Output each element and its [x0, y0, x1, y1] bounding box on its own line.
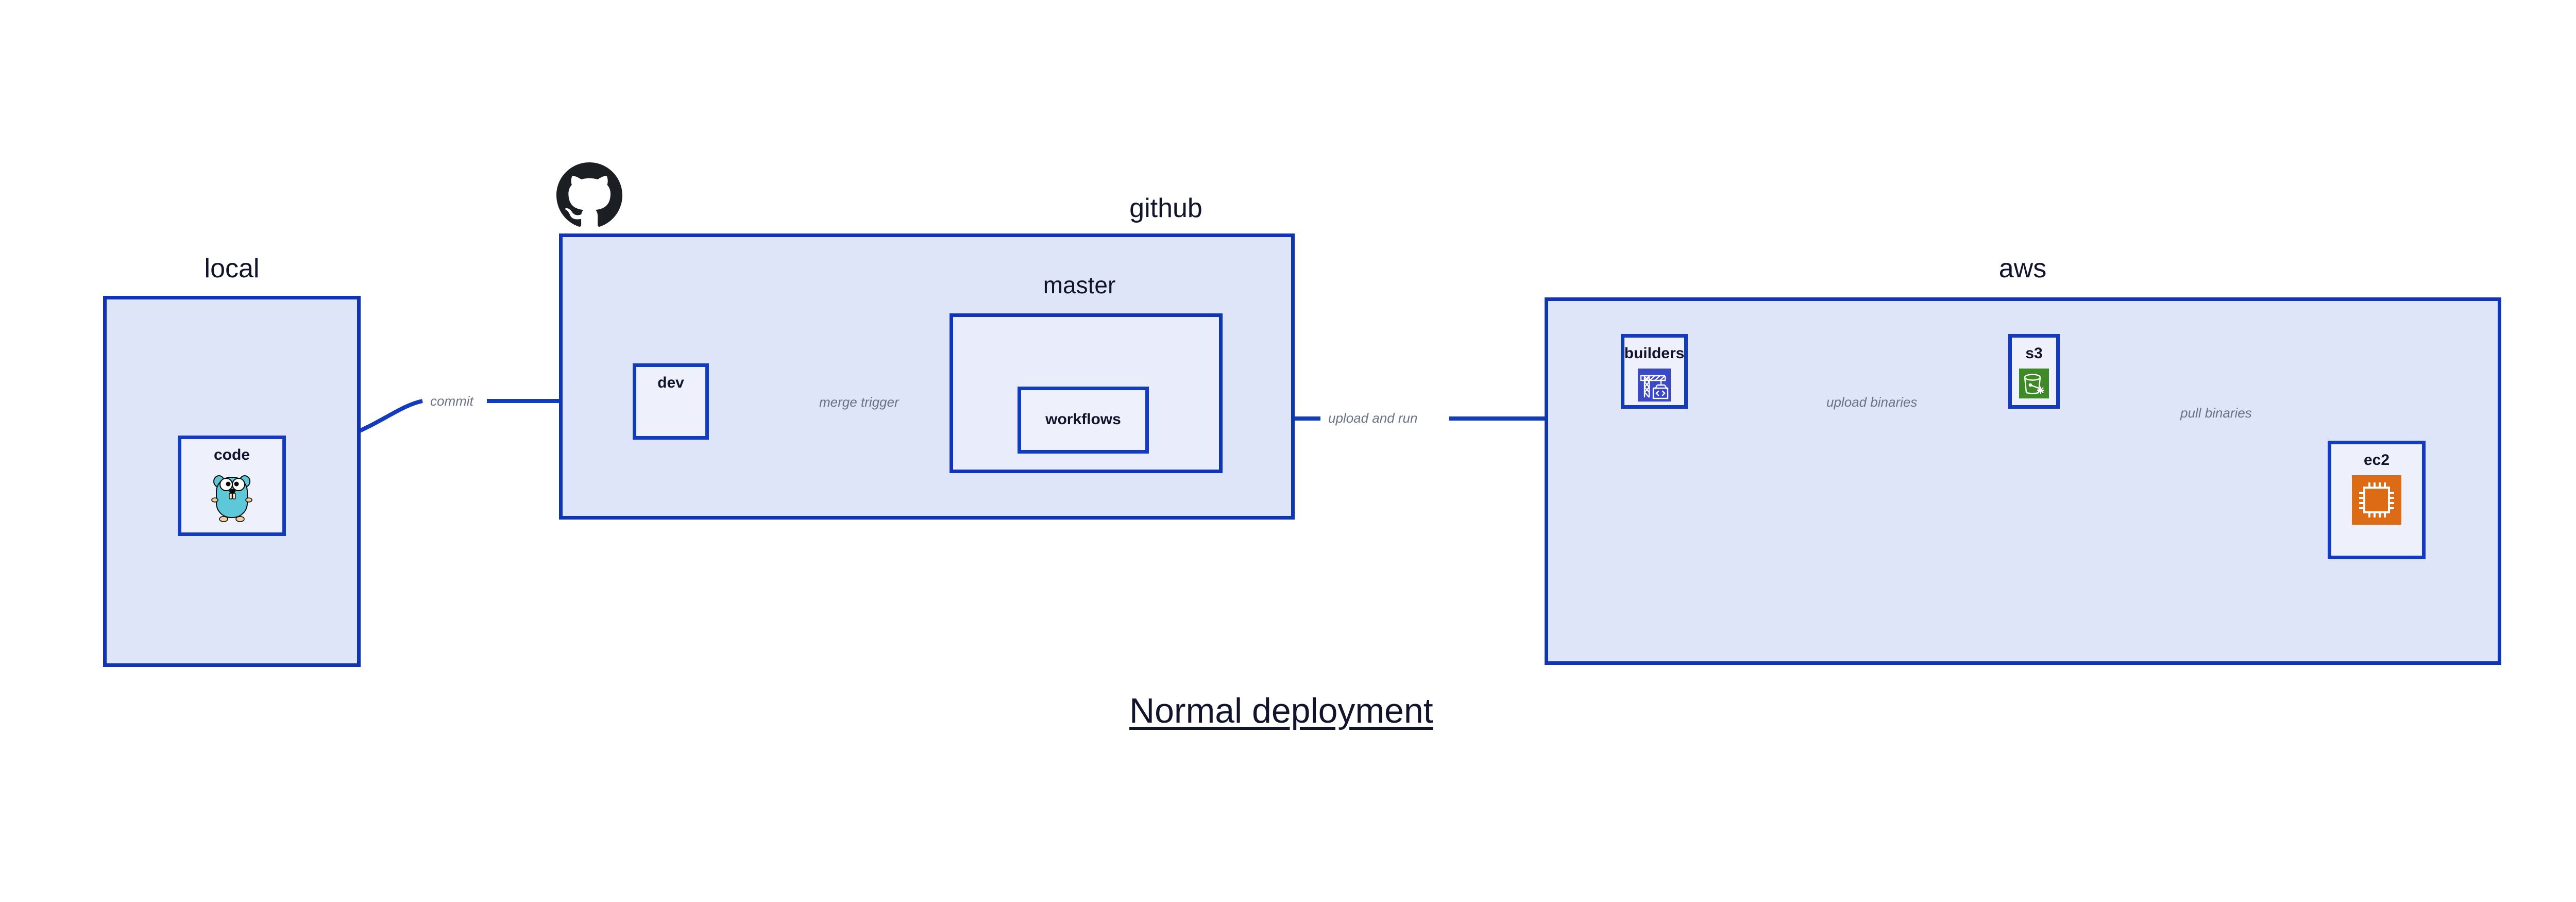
aws-builders-crane-icon [1638, 369, 1671, 404]
group-title-github: github [1129, 193, 1202, 223]
node-ec2-label: ec2 [2363, 452, 2390, 469]
node-code-label: code [213, 446, 250, 463]
edge-label-upload-binaries: upload binaries [1826, 394, 1918, 410]
edge-label-upload-and-run: upload and run [1328, 410, 1418, 426]
aws-ec2-chip-icon [2352, 475, 2401, 527]
aws-s3-bucket-icon [2019, 369, 2049, 401]
node-code[interactable]: code [178, 436, 286, 536]
node-ec2[interactable]: ec2 [2328, 441, 2426, 559]
group-title-local: local [204, 254, 260, 283]
node-s3[interactable]: s3 [2008, 334, 2060, 409]
edge-label-merge-trigger: merge trigger [819, 394, 899, 410]
group-title-aws: aws [1998, 254, 2047, 283]
edge-label-commit: commit [430, 393, 473, 409]
node-dev-label: dev [657, 374, 684, 391]
go-gopher-icon [210, 470, 253, 526]
github-octocat-icon [556, 162, 622, 231]
page-title: Normal deployment [1129, 691, 1433, 730]
node-s3-label: s3 [2025, 345, 2043, 362]
group-title-master: master [1043, 272, 1116, 298]
node-builders[interactable]: builders [1621, 334, 1688, 409]
node-workflows[interactable]: workflows [1018, 387, 1149, 454]
node-dev[interactable]: dev [633, 363, 709, 440]
edge-label-pull-binaries: pull binaries [2180, 405, 2252, 421]
node-builders-label: builders [1624, 345, 1685, 362]
node-workflows-label: workflows [1045, 411, 1121, 428]
